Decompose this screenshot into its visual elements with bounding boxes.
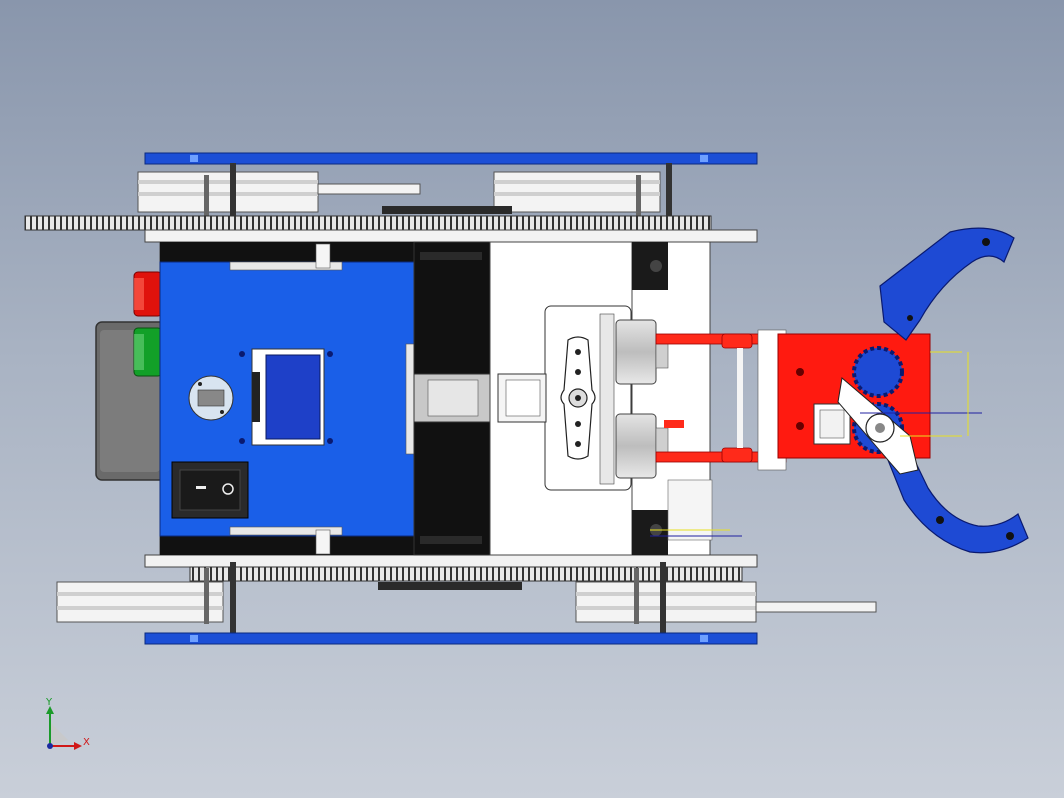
bottom-track-rail <box>144 632 758 645</box>
ultrasonic-sensor-bottom <box>615 413 657 479</box>
lcd-screen <box>265 354 321 440</box>
claw-gear-upper <box>852 346 904 398</box>
top-gear-strip <box>24 215 712 231</box>
bottom-track-assembly <box>56 554 877 645</box>
bottom-gear-strip <box>189 566 743 582</box>
ultrasonic-sensor-top <box>615 319 657 385</box>
y-axis-label: Y <box>46 697 53 708</box>
right-motor <box>413 421 491 556</box>
top-track-rail <box>144 152 758 165</box>
top-track-assembly <box>24 152 758 243</box>
axis-triad <box>46 706 82 750</box>
bottom-left-wheel-plate <box>56 581 224 623</box>
left-motor <box>413 241 491 375</box>
claw-jaw-upper <box>879 227 1015 341</box>
x-axis-label: X <box>83 737 90 748</box>
